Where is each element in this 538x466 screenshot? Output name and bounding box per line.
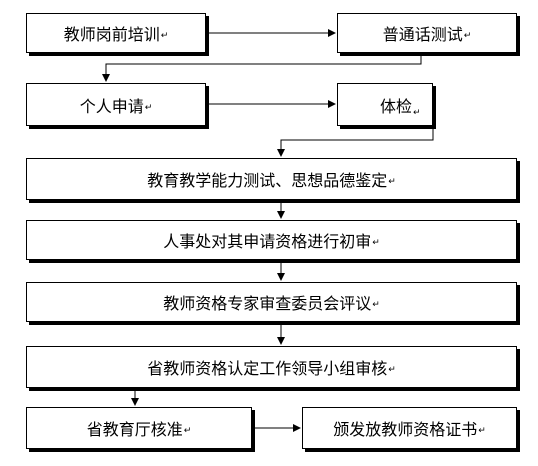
step-label: 教师资格专家审查委员会评议 — [163, 294, 372, 313]
step-hr-initial-review: 人事处对其申请资格进行初审↵ — [26, 220, 517, 260]
paragraph-mark: ↵ — [388, 177, 396, 187]
step-label: 教师岗前培训 — [63, 25, 160, 44]
step-label-part-1: 体 — [380, 96, 397, 116]
paragraph-mark: ↵ — [144, 102, 153, 113]
arrow-physical-to-ability-test — [277, 126, 434, 157]
paragraph-mark: ↵ — [372, 300, 380, 310]
step-label-part-2: 检 — [396, 96, 413, 116]
paragraph-mark: ↵ — [183, 426, 192, 436]
step-pre-job-training: 教师岗前培训↵ — [26, 13, 206, 53]
step-issue-certificate: 颁发放教师资格证书↵ — [302, 407, 517, 449]
paragraph-mark: ↵ — [463, 31, 472, 41]
paragraph-mark: ↵ — [388, 365, 396, 375]
paragraph-mark: ↵ — [413, 107, 421, 118]
paragraph-mark: ↵ — [478, 426, 486, 436]
paragraph-mark: ↵ — [160, 31, 169, 41]
paragraph-mark: ↵ — [372, 238, 380, 248]
step-label: 普通话测试 — [382, 25, 463, 44]
step-provincial-leadership-review: 省教师资格认定工作领导小组审核↵ — [26, 346, 517, 388]
step-label: 颁发放教师资格证书 — [333, 420, 478, 439]
step-expert-committee-review: 教师资格专家审查委员会评议↵ — [26, 282, 517, 322]
step-personal-application: 个人申请↵ — [26, 83, 206, 126]
step-label: 教育教学能力测试、思想品德鉴定 — [147, 171, 388, 190]
step-mandarin-test: 普通话测试↵ — [337, 13, 517, 53]
step-ability-test-and-moral-assessment: 教育教学能力测试、思想品德鉴定↵ — [26, 158, 517, 200]
step-label: 省教育厅核准 — [86, 420, 183, 439]
step-physical-exam: 体 检↵ — [337, 83, 433, 126]
step-provincial-approval: 省教育厅核准↵ — [26, 407, 252, 449]
arrow-mandarin-to-application — [102, 56, 422, 82]
step-label: 人事处对其申请资格进行初审 — [163, 232, 372, 251]
step-label: 个人申请 — [79, 96, 144, 116]
step-label: 省教师资格认定工作领导小组审核 — [147, 359, 388, 378]
